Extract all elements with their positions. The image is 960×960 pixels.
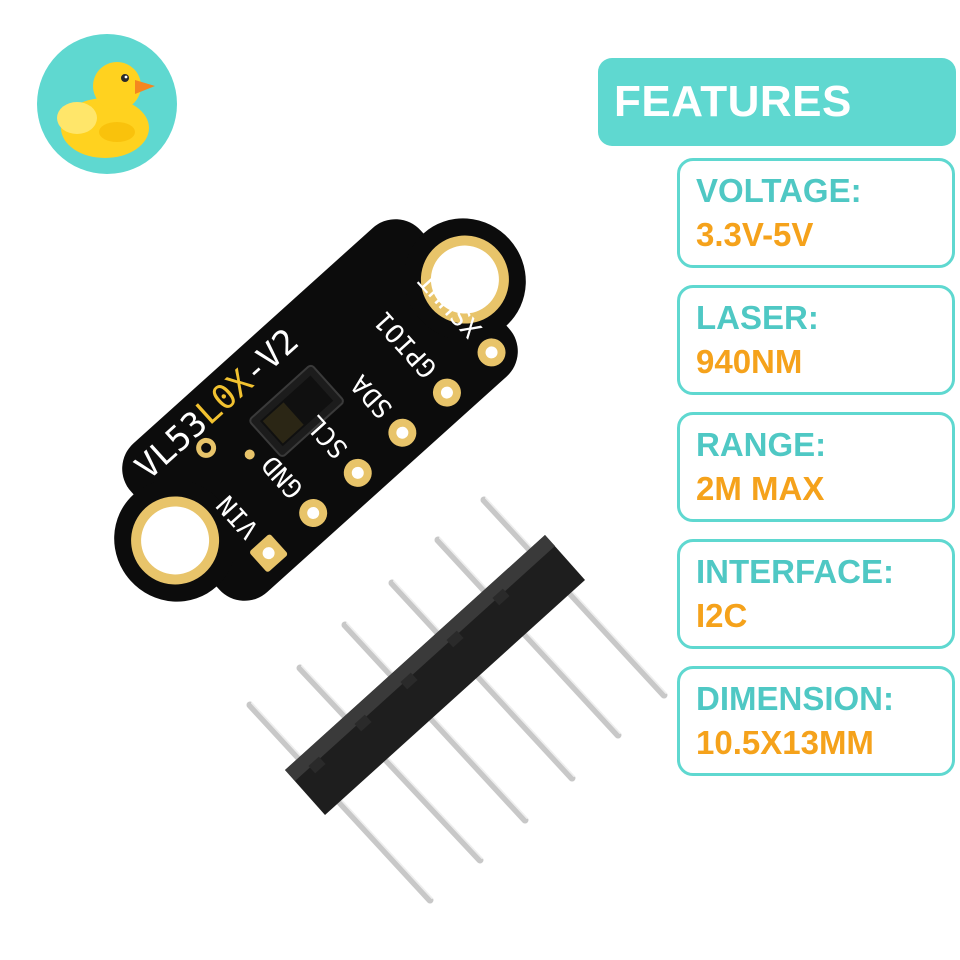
rubber-duck-icon <box>57 62 155 158</box>
features-title: FEATURES <box>614 77 852 126</box>
feature-card-range: RANGE: 2M MAX <box>677 412 955 522</box>
feature-card-voltage: VOLTAGE: 3.3V-5V <box>677 158 955 268</box>
feature-label: VOLTAGE: <box>696 172 862 209</box>
feature-card-laser: LASER: 940NM <box>677 285 955 395</box>
feature-label: INTERFACE: <box>696 553 894 590</box>
feature-value: 3.3V-5V <box>696 216 814 253</box>
pin-pads <box>250 338 506 572</box>
feature-label: DIMENSION: <box>696 680 894 717</box>
product-image: VL53L0X-V2 VIN GND SCL SDA GPIO1 XSHUT <box>0 170 680 940</box>
feature-value: I2C <box>696 597 748 634</box>
brand-logo <box>37 34 177 174</box>
feature-card-dimension: DIMENSION: 10.5X13MM <box>677 666 955 776</box>
pin-header <box>246 496 668 904</box>
features-header: FEATURES <box>598 58 956 146</box>
feature-value: 10.5X13MM <box>696 724 874 761</box>
pcb-board: VL53L0X-V2 VIN GND SCL SDA GPIO1 XSHUT <box>114 218 526 602</box>
feature-card-interface: INTERFACE: I2C <box>677 539 955 649</box>
feature-label: RANGE: <box>696 426 827 463</box>
feature-label: LASER: <box>696 299 819 336</box>
feature-value: 940NM <box>696 343 803 380</box>
feature-value: 2M MAX <box>696 470 825 507</box>
